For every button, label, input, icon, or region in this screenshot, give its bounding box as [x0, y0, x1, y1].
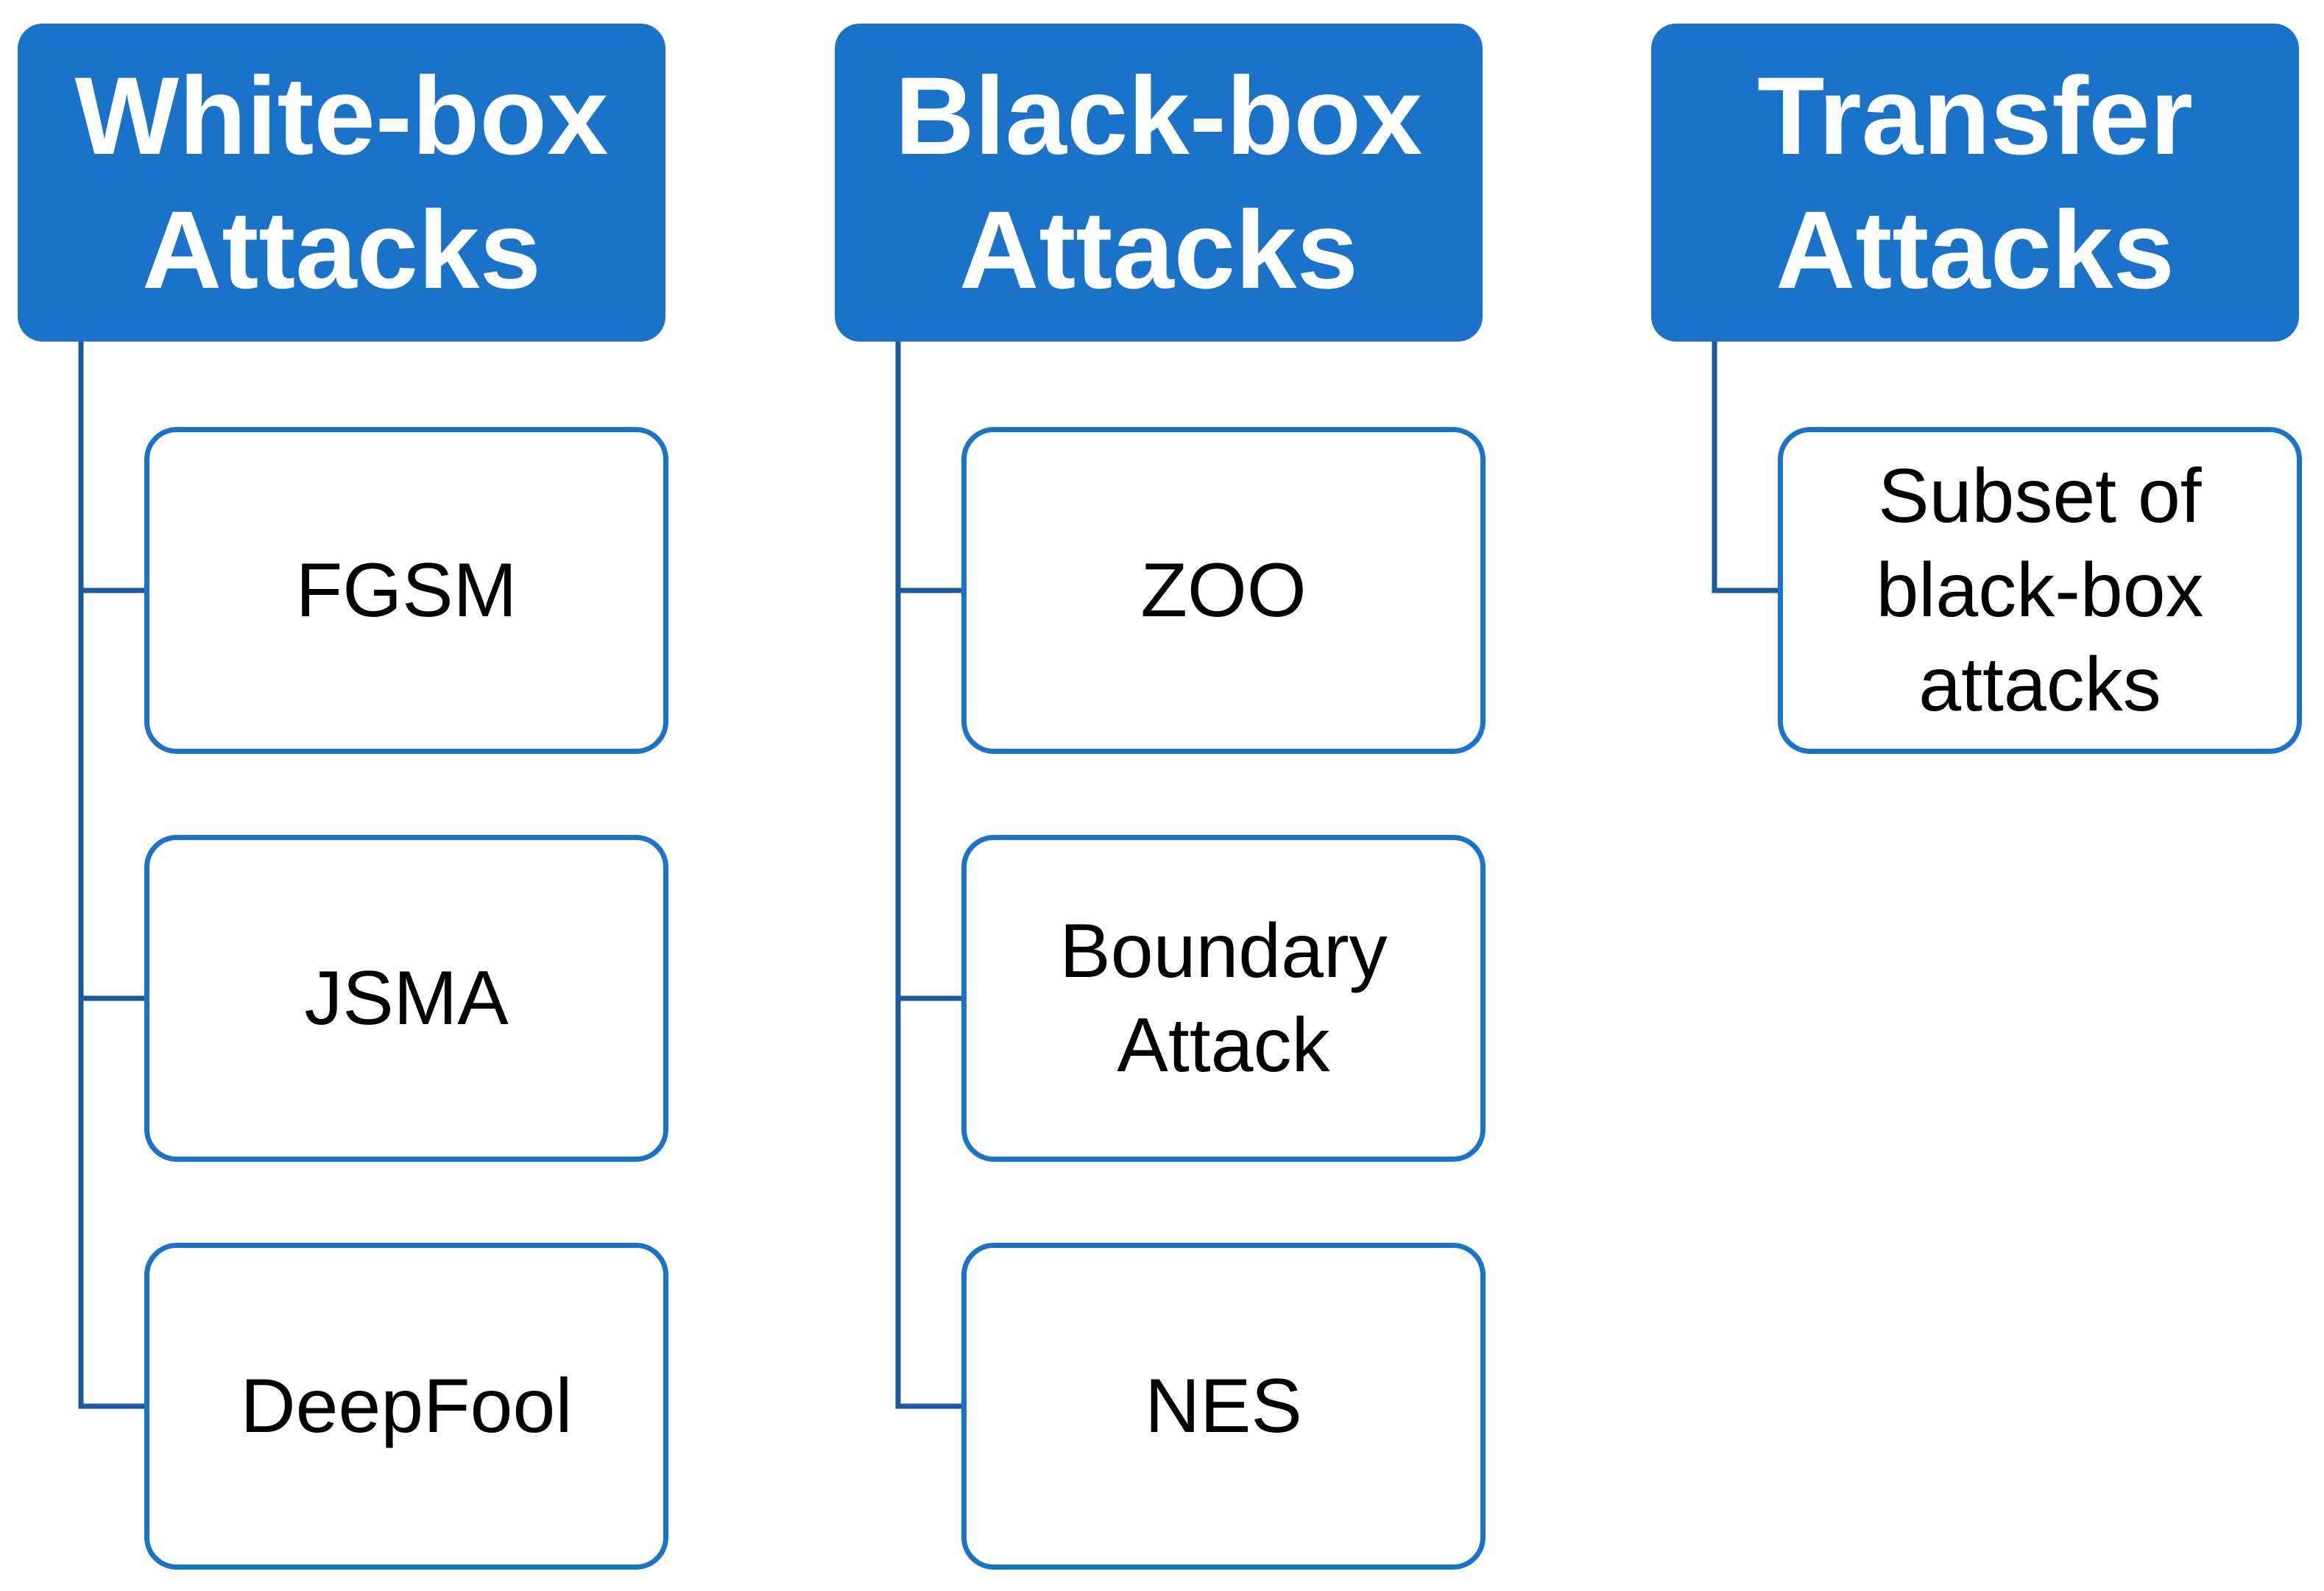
connector-transfer	[1712, 342, 1778, 593]
black-box-attacks-header: Black-box Attacks	[835, 24, 1483, 342]
subset-of-black-box-attacks-box: Subset of black-box attacks	[1778, 427, 2302, 754]
connector-white-box-trunk	[78, 342, 144, 1409]
white-box-attacks-header: White-box Attacks	[18, 24, 665, 342]
zoo-box: ZOO	[961, 427, 1486, 754]
connector-black-box-trunk	[895, 342, 961, 1409]
nes-box: NES	[961, 1243, 1486, 1570]
transfer-attacks-header: Transfer Attacks	[1651, 24, 2299, 342]
jsma-box: JSMA	[144, 835, 668, 1162]
deepfool-box: DeepFool	[144, 1243, 668, 1570]
fgsm-box: FGSM	[144, 427, 668, 754]
boundary-attack-box: Boundary Attack	[961, 835, 1486, 1162]
